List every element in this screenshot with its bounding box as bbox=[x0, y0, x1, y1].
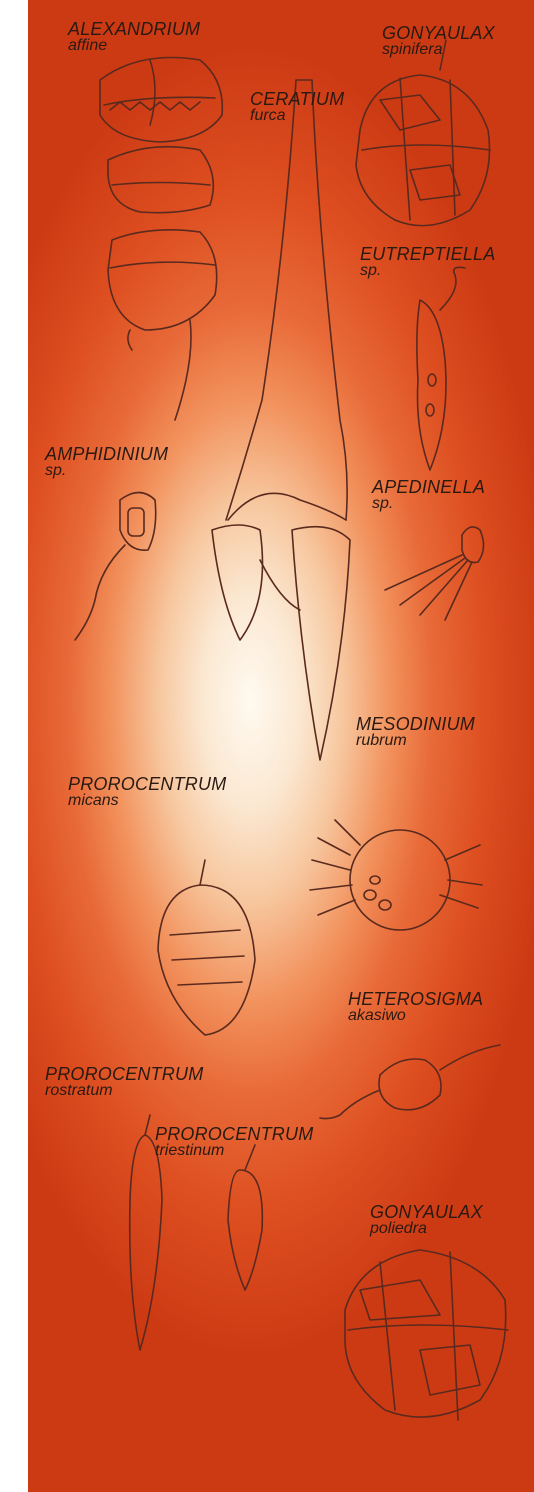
genus-name: CERATIUM bbox=[250, 90, 344, 108]
label-eutreptiella: EUTREPTIELLA sp. bbox=[360, 245, 495, 279]
label-ceratium: CERATIUM furca bbox=[250, 90, 344, 124]
species-name: rubrum bbox=[356, 733, 475, 749]
genus-name: ALEXANDRIUM bbox=[68, 20, 200, 38]
label-heterosigma: HETEROSIGMA akasiwo bbox=[348, 990, 483, 1024]
species-name: sp. bbox=[372, 496, 485, 512]
genus-name: EUTREPTIELLA bbox=[360, 245, 495, 263]
apedinella-drawing bbox=[385, 527, 484, 620]
species-name: sp. bbox=[360, 263, 495, 279]
species-name: akasiwo bbox=[348, 1008, 483, 1024]
prorocentrum-micans-drawing bbox=[158, 860, 255, 1035]
label-prorocentrum-rostratum: PROROCENTRUM rostratum bbox=[45, 1065, 203, 1099]
label-apedinella: APEDINELLA sp. bbox=[372, 478, 485, 512]
species-name: micans bbox=[68, 793, 226, 809]
mesodinium-drawing bbox=[310, 820, 482, 930]
genus-name: PROROCENTRUM bbox=[45, 1065, 203, 1083]
label-prorocentrum-triestinum: PROROCENTRUM triestinum bbox=[155, 1125, 313, 1159]
ceratium-drawing bbox=[212, 80, 350, 760]
alexandrium-drawing bbox=[100, 58, 222, 421]
eutreptiella-drawing bbox=[417, 267, 465, 470]
label-mesodinium: MESODINIUM rubrum bbox=[356, 715, 475, 749]
species-name: furca bbox=[250, 108, 344, 124]
genus-name: PROROCENTRUM bbox=[155, 1125, 313, 1143]
gonyaulax-spinifera-drawing bbox=[356, 40, 490, 226]
species-name: triestinum bbox=[155, 1143, 313, 1159]
genus-name: APEDINELLA bbox=[372, 478, 485, 496]
label-amphidinium: AMPHIDINIUM sp. bbox=[45, 445, 168, 479]
prorocentrum-triestinum-drawing bbox=[228, 1145, 262, 1290]
label-prorocentrum-micans: PROROCENTRUM micans bbox=[68, 775, 226, 809]
species-name: poliedra bbox=[370, 1221, 483, 1237]
label-gonyaulax-poliedra: GONYAULAX poliedra bbox=[370, 1203, 483, 1237]
genus-name: GONYAULAX bbox=[370, 1203, 483, 1221]
genus-name: GONYAULAX bbox=[382, 24, 495, 42]
label-gonyaulax-spinifera: GONYAULAX spinifera bbox=[382, 24, 495, 58]
species-name: affine bbox=[68, 38, 200, 54]
species-name: spinifera bbox=[382, 42, 495, 58]
species-name: sp. bbox=[45, 463, 168, 479]
label-alexandrium: ALEXANDRIUM affine bbox=[68, 20, 200, 54]
genus-name: HETEROSIGMA bbox=[348, 990, 483, 1008]
genus-name: PROROCENTRUM bbox=[68, 775, 226, 793]
species-name: rostratum bbox=[45, 1083, 203, 1099]
genus-name: AMPHIDINIUM bbox=[45, 445, 168, 463]
genus-name: MESODINIUM bbox=[356, 715, 475, 733]
heterosigma-drawing bbox=[320, 1045, 500, 1119]
gonyaulax-poliedra-drawing bbox=[345, 1250, 508, 1420]
amphidinium-drawing bbox=[75, 493, 156, 641]
